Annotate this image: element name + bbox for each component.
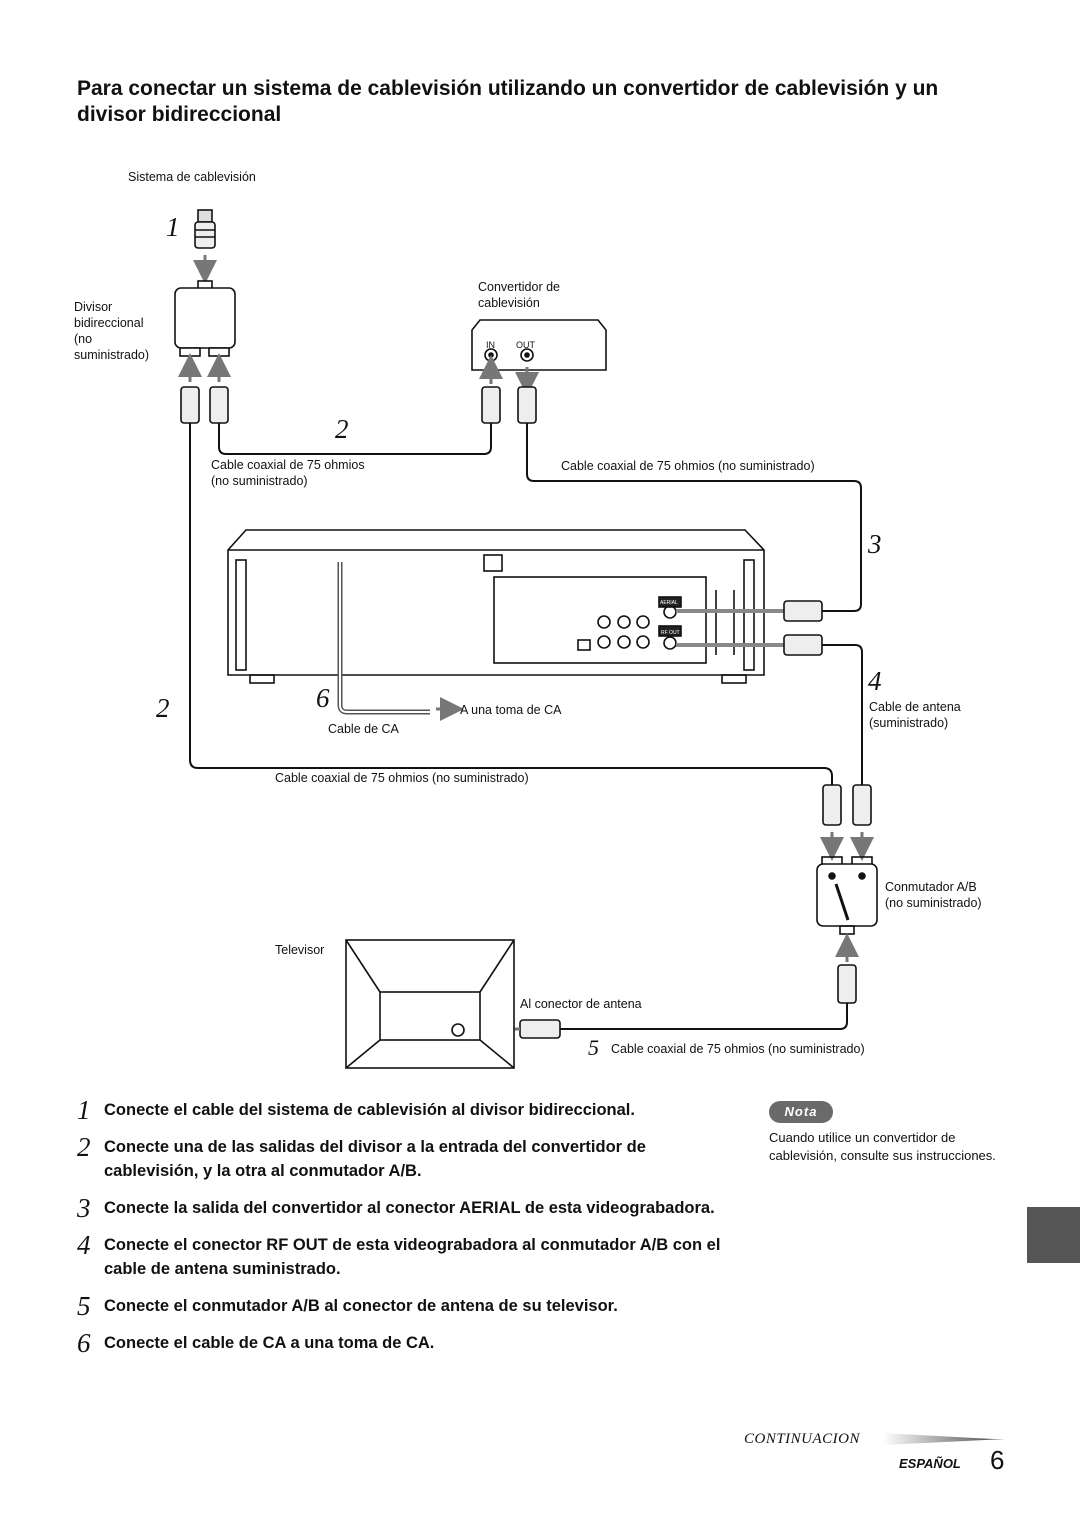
antenna-connector-label: Al conector de antena xyxy=(520,997,642,1011)
diagram-number-1: 1 xyxy=(166,212,180,242)
step-item: 4 Conecte el conector RF OUT de esta vid… xyxy=(77,1230,727,1281)
diagram-number-4: 4 xyxy=(868,666,882,696)
step-text: Conecte la salida del convertidor al con… xyxy=(104,1199,715,1217)
diagram-number-2-top: 2 xyxy=(335,414,349,444)
step-number: 4 xyxy=(77,1230,91,1260)
splitter-label: Divisor bidireccional (no suministrado) xyxy=(74,300,150,362)
continuation-arrow-icon xyxy=(883,1433,1005,1445)
step-text: Conecte el cable del sistema de cablevis… xyxy=(104,1101,635,1119)
converter-out-label: OUT xyxy=(516,340,535,350)
note-badge: Nota xyxy=(769,1101,833,1123)
step-item: 3 Conecte la salida del convertidor al c… xyxy=(77,1193,727,1223)
step-item: 5 Conecte el conmutador A/B al conector … xyxy=(77,1291,727,1321)
converter-in-label: IN xyxy=(486,340,495,350)
step-item: 2 Conecte una de las salidas del divisor… xyxy=(77,1132,727,1183)
coax-bottom-label: Cable coaxial de 75 ohmios (no suministr… xyxy=(275,771,529,785)
coax-right-label: Cable coaxial de 75 ohmios (no suministr… xyxy=(561,459,815,473)
cable-system-plug xyxy=(194,209,216,249)
step-number: 6 xyxy=(77,1328,91,1358)
note-text: Cuando utilice un convertidor de cablevi… xyxy=(769,1130,996,1163)
aerial-jack-label: AERIAL xyxy=(660,600,678,606)
cable-system-label: Sistema de cablevisión xyxy=(128,170,256,184)
step-number: 3 xyxy=(77,1193,91,1223)
rf-out-jack-label: RF OUT xyxy=(661,630,680,636)
vcr-device xyxy=(227,529,765,684)
coax-tv-label: Cable coaxial de 75 ohmios (no suministr… xyxy=(611,1042,865,1056)
tv-label: Televisor xyxy=(275,943,325,957)
connection-diagram xyxy=(174,209,878,1069)
ab-switch-label: Conmutador A/B (no suministrado) xyxy=(885,880,982,910)
antenna-cable-label: Cable de antena (suministrado) xyxy=(869,700,961,730)
step-text: Conecte una de las salidas del divisor a… xyxy=(104,1138,646,1180)
step-number: 2 xyxy=(77,1132,91,1162)
section-tab xyxy=(1027,1207,1080,1263)
diagram-number-2-left: 2 xyxy=(156,693,170,723)
continuation-label: CONTINUACION xyxy=(744,1431,861,1447)
diagram-number-3: 3 xyxy=(868,529,882,559)
step-text: Conecte el conmutador A/B al conector de… xyxy=(104,1297,618,1315)
instruction-steps: 1 Conecte el cable del sistema de cablev… xyxy=(77,1095,727,1368)
diagram-number-5: 5 xyxy=(588,1035,599,1060)
tv-device xyxy=(345,939,515,1069)
step-text: Conecte el cable de CA a una toma de CA. xyxy=(104,1334,435,1352)
step-item: 1 Conecte el cable del sistema de cablev… xyxy=(77,1095,727,1125)
diagram-number-6: 6 xyxy=(316,683,330,713)
ac-cable-label: Cable de CA xyxy=(328,722,399,736)
page-title: Para conectar un sistema de cablevisión … xyxy=(77,77,939,126)
page-number: 6 xyxy=(990,1445,1005,1475)
coax-left-label: Cable coaxial de 75 ohmios (no suministr… xyxy=(211,458,365,488)
language-label: ESPAÑOL xyxy=(899,1456,961,1471)
ac-outlet-label: A una toma de CA xyxy=(460,703,562,717)
step-text: Conecte el conector RF OUT de esta video… xyxy=(104,1236,721,1278)
converter-label: Convertidor de cablevisión xyxy=(478,280,560,310)
step-number: 5 xyxy=(77,1291,91,1321)
step-item: 6 Conecte el cable de CA a una toma de C… xyxy=(77,1328,727,1358)
splitter-device xyxy=(174,280,236,357)
step-number: 1 xyxy=(77,1095,91,1125)
ab-switch-device xyxy=(816,856,878,935)
